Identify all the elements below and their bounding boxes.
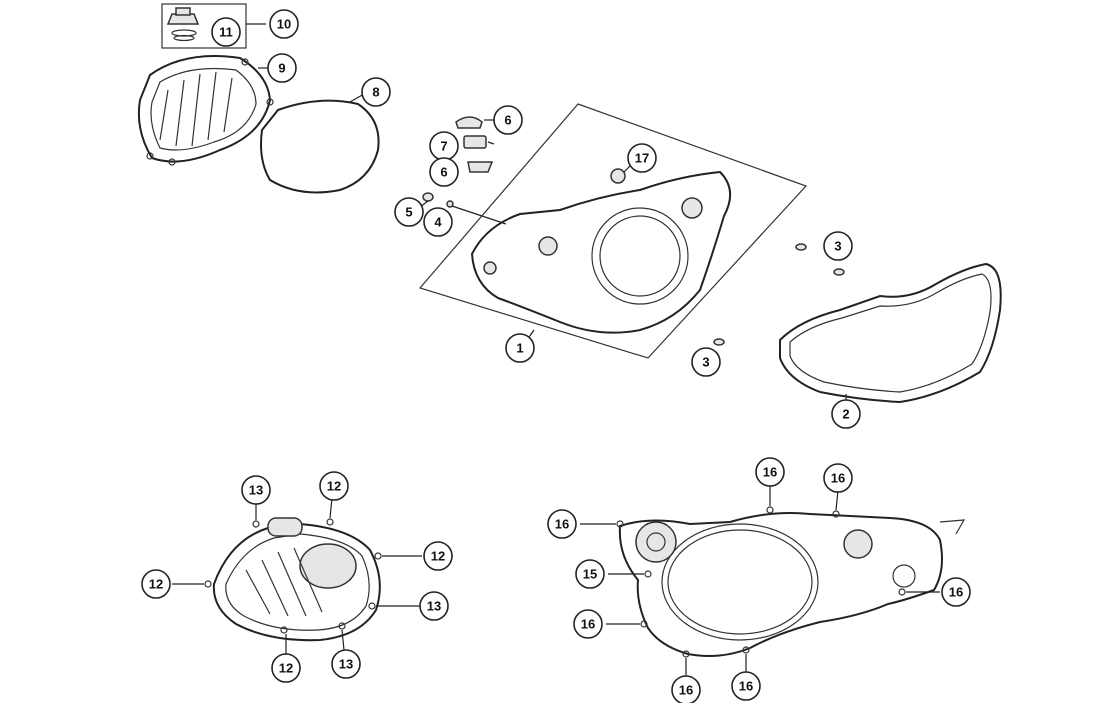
callout-11: 11 — [211, 17, 241, 47]
callout-17: 17 — [627, 143, 657, 173]
callout-15: 15 — [575, 559, 605, 589]
callout-16-a: 16 — [755, 457, 785, 487]
callout-7: 7 — [429, 131, 459, 161]
callout-16-d: 16 — [573, 609, 603, 639]
outer-clutch-cover-part — [137, 55, 274, 166]
callout-12-right: 12 — [423, 541, 453, 571]
callout-3-lower-label: 3 — [702, 355, 709, 370]
callout-10: 10 — [269, 9, 299, 39]
oil-filler-plug-part — [161, 3, 266, 49]
callout-3-upper-label: 3 — [834, 239, 841, 254]
callout-16-b-label: 16 — [831, 471, 845, 486]
callout-12-top-label: 12 — [327, 479, 341, 494]
callout-3-upper: 3 — [823, 231, 853, 261]
callout-5: 5 — [394, 197, 424, 227]
callout-16-d-label: 16 — [581, 617, 595, 632]
callout-1: 1 — [505, 333, 535, 363]
callout-16-f: 16 — [731, 671, 761, 701]
callout-9: 9 — [267, 53, 297, 83]
callout-12-top: 12 — [319, 471, 349, 501]
callout-15-label: 15 — [583, 567, 597, 582]
callout-16-f-label: 16 — [739, 679, 753, 694]
callout-17-label: 17 — [635, 151, 649, 166]
outer-cover-detail — [172, 497, 422, 654]
callout-13-bottom: 13 — [331, 649, 361, 679]
callout-13-right: 13 — [419, 591, 449, 621]
inner-cover-gasket-part — [779, 262, 1002, 404]
callout-12-bottom-label: 12 — [279, 661, 293, 676]
callout-12-left: 12 — [141, 569, 171, 599]
callout-16-e: 16 — [671, 675, 701, 703]
callout-16-g: 16 — [941, 577, 971, 607]
callout-16-c: 16 — [547, 509, 577, 539]
small-parts — [419, 116, 631, 225]
callout-9-label: 9 — [278, 61, 285, 76]
callout-16-c-label: 16 — [555, 517, 569, 532]
callout-13-right-label: 13 — [427, 599, 441, 614]
callout-6-upper-label: 6 — [504, 113, 511, 128]
callout-12-right-label: 12 — [431, 549, 445, 564]
dowel-pins-part — [713, 243, 845, 346]
callout-4-label: 4 — [434, 215, 442, 230]
callout-6-lower: 6 — [429, 157, 459, 187]
callout-11-label: 11 — [219, 25, 233, 40]
callout-6-lower-label: 6 — [440, 165, 447, 180]
callout-13-bottom-label: 13 — [339, 657, 353, 672]
inner-clutch-cover-part — [418, 103, 808, 359]
callout-2-label: 2 — [842, 407, 849, 422]
callout-8-label: 8 — [372, 85, 379, 100]
callout-16-e-label: 16 — [679, 683, 693, 698]
callout-13-top: 13 — [241, 475, 271, 505]
outer-cover-gasket-part — [260, 93, 380, 194]
callout-2: 2 — [831, 399, 861, 429]
callout-5-label: 5 — [405, 205, 412, 220]
callout-10-label: 10 — [277, 17, 291, 32]
callout-3-lower: 3 — [691, 347, 721, 377]
callout-16-a-label: 16 — [763, 465, 777, 480]
callout-1-label: 1 — [516, 341, 523, 356]
callout-16-g-label: 16 — [949, 585, 963, 600]
callout-6-upper: 6 — [493, 105, 523, 135]
callout-8: 8 — [361, 77, 391, 107]
callout-13-top-label: 13 — [249, 483, 263, 498]
callout-12-bottom: 12 — [271, 653, 301, 683]
callout-16-b: 16 — [823, 463, 853, 493]
callout-12-left-label: 12 — [149, 577, 163, 592]
callout-4: 4 — [423, 207, 453, 237]
inner-cover-detail — [580, 484, 966, 678]
callout-7-label: 7 — [440, 139, 447, 154]
